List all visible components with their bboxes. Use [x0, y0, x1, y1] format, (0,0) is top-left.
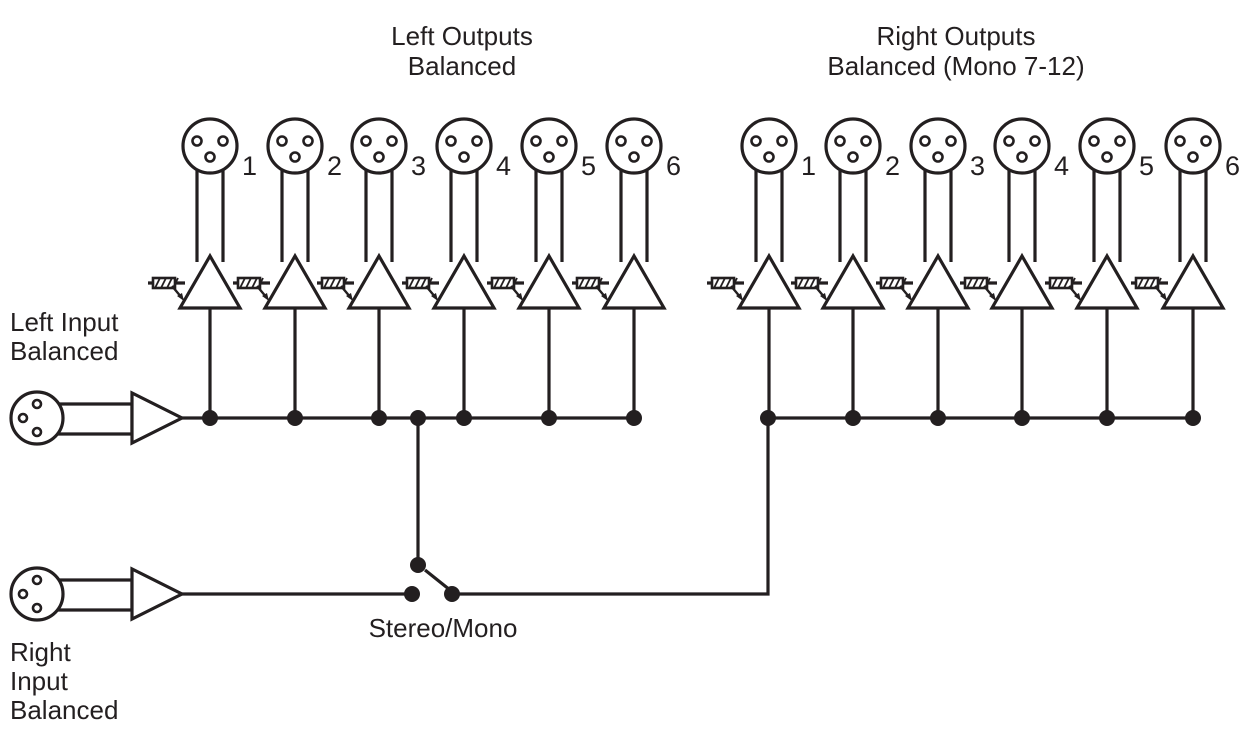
right-bus-junction-dot [1014, 410, 1030, 426]
right-bus-junction-dot [1099, 410, 1115, 426]
left-output-xlr-connector [520, 117, 578, 175]
right-output-channel-4: 4 [960, 117, 1069, 426]
right-output-number-2: 2 [885, 151, 900, 181]
right-output-channels: 1 2 3 4 5 6 [707, 117, 1240, 426]
left-output-trim-resistor-icon [148, 276, 185, 301]
left-bus-junction-dot [202, 410, 218, 426]
left-output-xlr-connector [181, 117, 239, 175]
right-input-label-line2: Input [10, 666, 69, 696]
right-outputs-title: Right Outputs [877, 21, 1036, 51]
left-output-trim-resistor-icon [487, 276, 524, 301]
left-input-label-line1: Left Input [10, 307, 119, 337]
right-output-xlr-connector [740, 117, 798, 175]
right-bus-junction-dot [930, 410, 946, 426]
right-output-trim-resistor-icon [1131, 276, 1168, 301]
left-output-xlr-connector [266, 117, 324, 175]
left-input-label-line2: Balanced [10, 336, 118, 366]
left-output-number-3: 3 [411, 151, 426, 181]
right-output-number-3: 3 [970, 151, 985, 181]
left-bus-junction-dot [626, 410, 642, 426]
stereo-mono-switch-label: Stereo/Mono [369, 613, 518, 643]
right-output-channel-5: 5 [1045, 117, 1154, 426]
right-output-amplifier [820, 252, 886, 310]
left-output-channel-4: 4 [402, 117, 511, 426]
right-input-amplifier [130, 566, 186, 622]
left-output-channel-6: 6 [572, 117, 681, 426]
right-output-trim-resistor-icon [791, 276, 828, 301]
left-output-amplifier [346, 252, 412, 310]
left-output-trim-resistor-icon [233, 276, 270, 301]
left-output-number-1: 1 [242, 151, 257, 181]
right-output-channel-1: 1 [707, 117, 816, 418]
left-output-channel-3: 3 [317, 117, 426, 426]
right-output-trim-resistor-icon [707, 276, 744, 301]
right-output-number-1: 1 [801, 151, 816, 181]
right-output-xlr-connector [1078, 117, 1136, 175]
left-output-channels: 1 2 3 4 5 6 [148, 117, 681, 426]
switch-contact-left [404, 586, 420, 602]
left-bus-junction-dot [371, 410, 387, 426]
left-output-trim-resistor-icon [317, 276, 354, 301]
left-outputs-subtitle: Balanced [408, 51, 516, 81]
left-input-xlr-connector [9, 390, 134, 446]
switch-arm [424, 568, 451, 592]
right-output-channel-3: 3 [876, 117, 985, 426]
right-output-number-4: 4 [1054, 151, 1069, 181]
left-output-trim-resistor-icon [572, 276, 609, 301]
left-output-amplifier [262, 252, 328, 310]
left-output-trim-resistor-icon [402, 276, 439, 301]
right-output-trim-resistor-icon [1045, 276, 1082, 301]
left-output-number-5: 5 [581, 151, 596, 181]
right-bus-junction-dot [845, 410, 861, 426]
right-output-xlr-connector [909, 117, 967, 175]
right-output-amplifier [736, 252, 802, 310]
right-output-trim-resistor-icon [960, 276, 997, 301]
switch-to-right-bus-line [452, 418, 770, 596]
right-output-amplifier [905, 252, 971, 310]
right-output-xlr-connector [993, 117, 1051, 175]
left-output-xlr-connector [350, 117, 408, 175]
left-output-number-6: 6 [666, 151, 681, 181]
right-input-label-line1: Right [10, 637, 71, 667]
left-bus-junction-dot [287, 410, 303, 426]
right-outputs-subtitle: Balanced (Mono 7-12) [827, 51, 1084, 81]
left-output-amplifier [601, 252, 667, 310]
left-input-amplifier [130, 390, 186, 446]
left-output-channel-1: 1 [148, 117, 257, 426]
right-input-xlr-connector [9, 566, 134, 622]
left-outputs-title: Left Outputs [391, 21, 533, 51]
left-output-channel-2: 2 [233, 117, 342, 426]
left-output-channel-5: 5 [487, 117, 596, 426]
left-output-amplifier [431, 252, 497, 310]
right-output-amplifier [1074, 252, 1140, 310]
right-output-amplifier [989, 252, 1055, 310]
right-output-number-5: 5 [1139, 151, 1154, 181]
bus-wiring [9, 390, 1196, 622]
left-output-number-4: 4 [496, 151, 511, 181]
left-output-amplifier [516, 252, 582, 310]
right-output-xlr-connector [824, 117, 882, 175]
right-output-xlr-connector [1164, 117, 1222, 175]
left-output-xlr-connector [435, 117, 493, 175]
right-output-channel-6: 6 [1131, 117, 1240, 426]
left-output-xlr-connector [605, 117, 663, 175]
left-bus-switch-junction [410, 410, 426, 426]
left-output-amplifier [177, 252, 243, 310]
right-output-number-6: 6 [1225, 151, 1240, 181]
right-input-label-line3: Balanced [10, 695, 118, 725]
right-bus-junction-dot [1185, 410, 1201, 426]
left-bus-junction-dot [541, 410, 557, 426]
right-output-channel-2: 2 [791, 117, 900, 426]
left-bus-junction-dot [456, 410, 472, 426]
left-output-number-2: 2 [327, 151, 342, 181]
right-output-trim-resistor-icon [876, 276, 913, 301]
switch-contact-top [410, 557, 426, 573]
right-output-amplifier [1160, 252, 1226, 310]
switch-contact-right [444, 586, 460, 602]
